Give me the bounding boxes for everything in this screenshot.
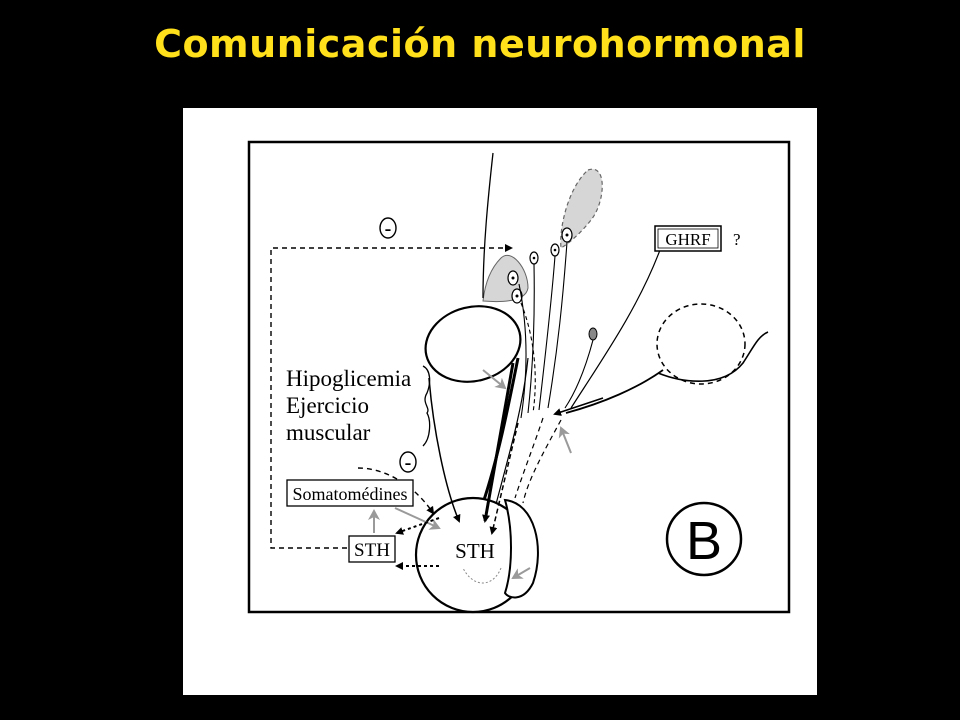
diagram-panel: - - Hipoglicemia Ejercicio muscular Soma… (183, 108, 817, 695)
neurohormonal-diagram: - - Hipoglicemia Ejercicio muscular Soma… (247, 140, 791, 614)
label-muscular: muscular (286, 420, 371, 445)
minus-sign-top: - (379, 217, 397, 240)
diagram-frame (247, 140, 791, 614)
grey-nucleus-upper (560, 168, 603, 249)
svg-text:-: - (405, 452, 412, 474)
ghrf-box (654, 225, 722, 252)
label-somatomedines: Somatomédines (293, 484, 408, 504)
label-sth-box: STH (354, 540, 390, 561)
label-ejercicio: Ejercicio (286, 393, 369, 418)
svg-text:-: - (385, 218, 392, 240)
slide-title: Comunicación neurohormonal (154, 22, 806, 66)
somatomedines-box (286, 479, 414, 507)
optic-chiasm (424, 305, 522, 383)
label-hipoglicemia: Hipoglicemia (286, 366, 411, 391)
sth-box (348, 535, 396, 563)
label-question-mark: ? (733, 230, 741, 249)
panel-letter-circle (665, 501, 743, 577)
panel-letter: B (686, 511, 722, 571)
label-sth-gland: STH (455, 539, 495, 563)
minus-sign-mid: - (399, 451, 417, 474)
label-ghrf: GHRF (665, 230, 710, 249)
